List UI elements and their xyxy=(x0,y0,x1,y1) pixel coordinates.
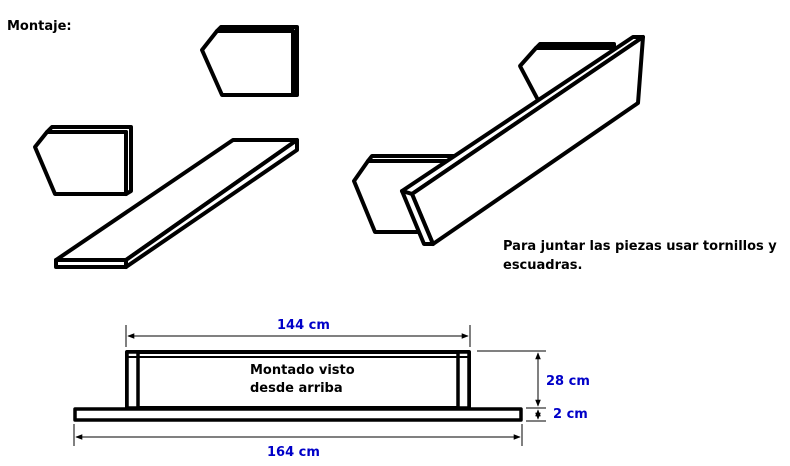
dimension-2: 2 cm xyxy=(553,407,588,422)
top-view-label-line-1: Montado visto xyxy=(250,363,355,378)
page-title: Montaje: xyxy=(7,19,72,34)
dimension-28: 28 cm xyxy=(546,374,590,389)
instruction-line-2: escuadras. xyxy=(503,258,583,273)
instruction-line-1: Para juntar las piezas usar tornillos y xyxy=(503,239,777,254)
dimension-144: 144 cm xyxy=(277,318,330,333)
top-view-label-line-2: desde arriba xyxy=(250,381,343,396)
assembled-upright-board xyxy=(400,35,645,246)
flat-board-piece xyxy=(54,138,299,269)
dimension-164: 164 cm xyxy=(267,445,320,460)
side-panel-piece-upper xyxy=(200,25,299,97)
side-panel-piece-left xyxy=(33,125,133,196)
top-view-frame xyxy=(125,350,471,410)
top-view-base-board xyxy=(73,407,523,422)
